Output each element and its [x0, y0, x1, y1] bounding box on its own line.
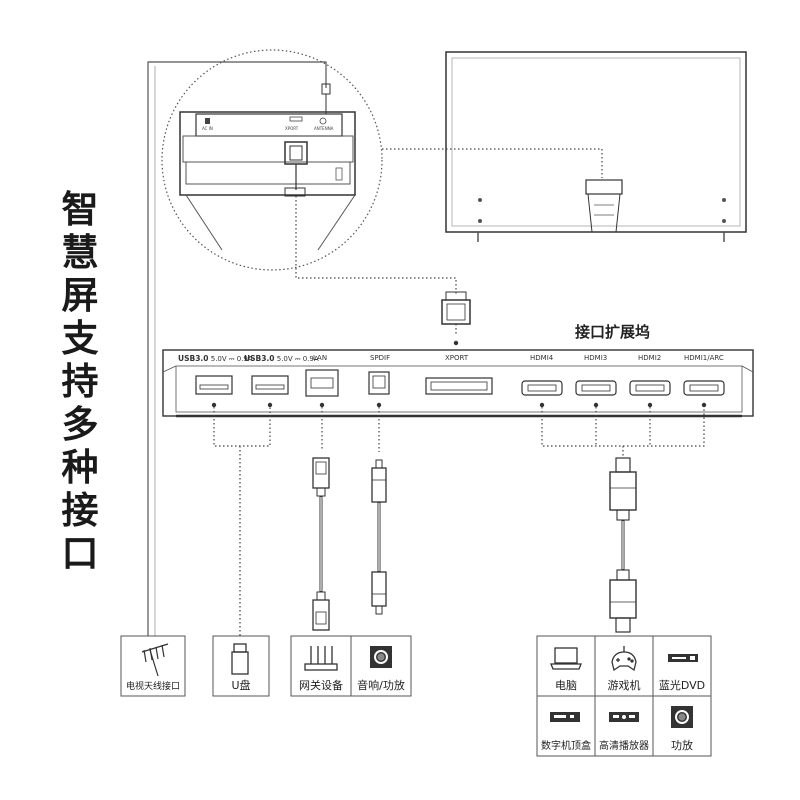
dock-ports [195, 369, 725, 397]
spdif-cable [371, 459, 387, 615]
device-label-pc: 电脑 [555, 679, 577, 692]
tv-back-detail [179, 83, 356, 251]
device-label-console: 游戏机 [607, 679, 641, 692]
title-char: 屏 [61, 274, 99, 317]
title-char: 持 [61, 360, 99, 403]
laptop-icon [550, 647, 582, 670]
title-char: 口 [61, 532, 99, 575]
router-icon [304, 646, 338, 671]
device-label-speaker: 音响/功放 [357, 679, 405, 692]
dock-title: 接口扩展坞 [575, 323, 651, 341]
speaker-icon [370, 646, 392, 668]
title-char: 慧 [61, 231, 99, 274]
port-label-usb2: USB3.0 5.0V ⎓ 0.9A [244, 354, 319, 363]
zoom-circle [161, 49, 383, 271]
hd-player-icon [609, 712, 639, 722]
port-label-xport: XPORT [445, 354, 469, 362]
tv-label-antenna: ANTENNA [314, 126, 334, 131]
port-label-hdmi4: HDMI4 [530, 354, 554, 362]
tv-label-xport: XPORT [285, 126, 299, 131]
left-device-boxes [120, 635, 412, 697]
xport-plug [441, 291, 471, 336]
right-device-grid [536, 635, 712, 757]
bluray-icon [668, 654, 698, 662]
tv-back [445, 51, 747, 242]
port-label-hdmi3: HDMI3 [584, 354, 608, 362]
antenna-icon [141, 643, 169, 677]
title-char: 支 [61, 317, 99, 360]
hdmi-cable [609, 457, 637, 633]
tv-label-ac-in: AC IN [202, 126, 213, 131]
port-label-hdmi2: HDMI2 [638, 354, 662, 362]
title-char: 多 [61, 403, 99, 446]
device-label-usb: U盘 [231, 679, 251, 692]
port-label-hdmi1-arc: HDMI1/ARC [684, 354, 724, 362]
lan-cable [312, 457, 330, 631]
device-label-hdplayer: 高清播放器 [599, 741, 649, 752]
device-label-bluray: 蓝光DVD [658, 679, 706, 692]
usb-drive-icon [231, 643, 249, 675]
port-label-lan: LAN [313, 354, 328, 362]
page-title: 智 慧 屏 支 持 多 种 接 口 [54, 188, 106, 575]
title-char: 种 [61, 446, 99, 489]
antenna-cable-line [147, 61, 327, 636]
port-label-spdif: SPDIF [370, 354, 391, 362]
port-label-usb1: USB3.0 5.0V ⎓ 0.9A [178, 354, 253, 363]
device-label-amp: 功放 [671, 739, 693, 752]
title-char: 接 [61, 489, 99, 532]
device-label-antenna: 电视天线接口 [125, 682, 180, 692]
device-label-gateway: 网关设备 [299, 679, 343, 692]
settop-box-icon [550, 712, 580, 722]
gamepad-icon [611, 646, 637, 672]
title-char: 智 [61, 188, 99, 231]
amplifier-icon [671, 706, 693, 728]
device-label-settop: 数字机顶盒 [541, 741, 591, 752]
